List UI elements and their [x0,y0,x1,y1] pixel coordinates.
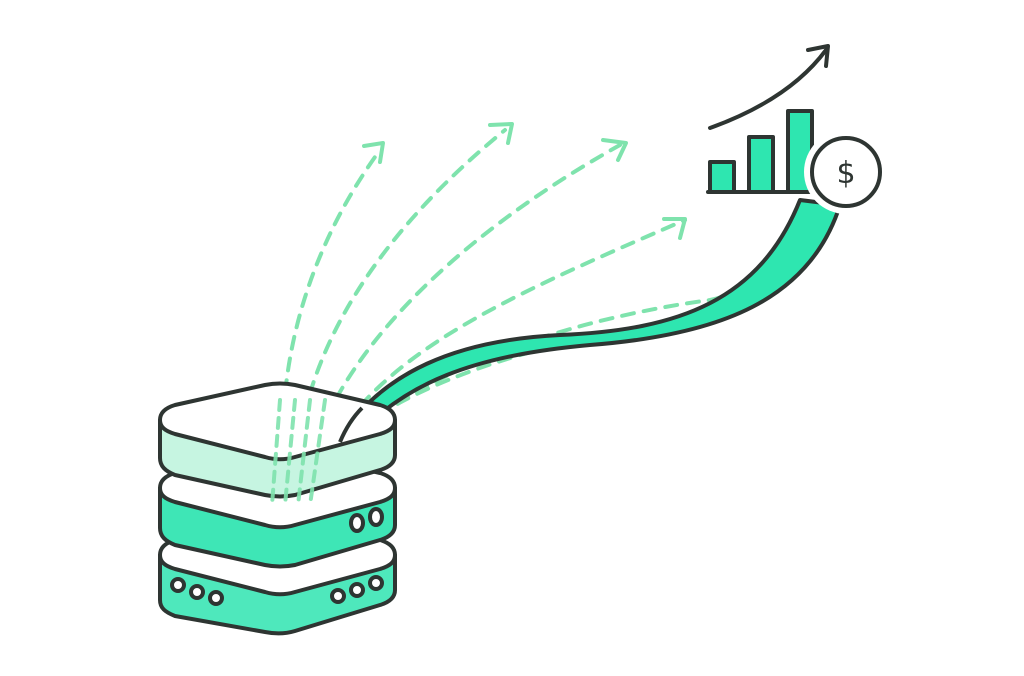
dashed-arrow-1 [280,148,382,482]
stack-streams [270,398,327,507]
growth-chart-icon [706,44,830,194]
arrow-head-2 [488,122,514,145]
dollar-sign-icon: $ [836,156,855,191]
indicator-dot [349,582,365,598]
chart-bar-1 [708,160,736,194]
indicator-dot [368,507,384,527]
indicator-dot [368,575,384,591]
indicator-dot [330,588,346,604]
indicator-dot [349,513,365,533]
arrow-head-3 [601,138,628,162]
chart-bar-2 [747,135,775,194]
dollar-coin: $ [804,130,888,214]
server-stack [158,381,397,636]
arrow-head-1 [362,141,385,164]
trend-arrow-icon [708,48,828,130]
trend-arrow-head [806,44,830,68]
ribbon-entry [338,406,364,443]
indicator-dot [208,590,224,606]
dashed-arrow-heads [362,122,687,240]
indicator-dot [170,577,186,593]
arrow-head-4 [662,217,687,240]
indicator-dot [189,584,205,600]
